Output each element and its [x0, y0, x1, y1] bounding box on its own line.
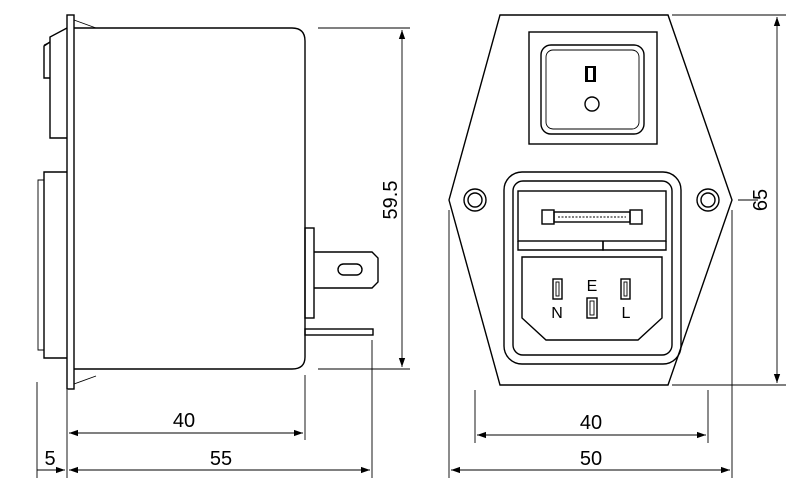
dim-front-bottom: 40 50 — [448, 210, 733, 478]
front-divider-right — [602, 241, 667, 251]
side-inlet-protrusion — [43, 171, 67, 359]
side-clip-bottom — [73, 375, 97, 385]
label-live: L — [622, 305, 631, 322]
front-switch-on-mark-inner — [588, 68, 593, 80]
dim-side-flange-label: 5 — [44, 448, 55, 470]
side-terminal-hole — [337, 263, 363, 276]
side-clip-top — [73, 19, 97, 29]
front-view: N E L — [448, 14, 733, 386]
front-iec-socket — [521, 256, 663, 341]
label-earth: E — [587, 278, 598, 295]
pin-earth-slot — [589, 300, 595, 316]
mount-hole-left — [463, 188, 487, 212]
front-fuse-drawer — [517, 190, 667, 242]
dim-side-body-depth-label: 40 — [173, 410, 195, 432]
dim-side-height: 59.5 — [318, 27, 410, 370]
dim-front-height: 65 — [672, 14, 786, 386]
side-inlet-lip — [37, 179, 44, 351]
front-switch-off-mark — [584, 96, 600, 112]
side-earth-tab — [304, 328, 374, 336]
dim-front-mount-spacing-label: 40 — [580, 412, 602, 434]
pin-neutral-slot — [555, 281, 560, 297]
dim-side-bottom: 40 55 5 — [36, 340, 373, 478]
fuse-body — [553, 211, 631, 223]
fuse-cap-right — [629, 209, 643, 225]
dim-front-height-label: 65 — [750, 189, 772, 211]
front-inlet-bezel — [512, 180, 673, 356]
pin-live — [620, 278, 631, 300]
front-inlet-housing — [503, 171, 682, 365]
side-terminal-plate — [304, 227, 315, 319]
front-switch-rocker-inner — [545, 49, 640, 130]
dim-side-height-label: 59.5 — [380, 181, 402, 220]
fuse-cap-left — [541, 209, 555, 225]
front-divider-left — [517, 241, 604, 251]
pin-neutral — [552, 278, 563, 300]
dim-front-width-label: 50 — [580, 448, 602, 470]
side-panel-flange — [66, 14, 75, 390]
dim-side-total-depth-label: 55 — [210, 448, 232, 470]
side-switch-rocker — [49, 27, 68, 139]
pin-earth — [586, 297, 598, 319]
front-switch-housing — [528, 31, 658, 145]
side-spade-terminal — [314, 251, 379, 289]
mount-hole-right — [696, 188, 720, 212]
side-view — [37, 14, 379, 390]
pin-live-slot — [623, 281, 628, 297]
front-switch-rocker-outer — [540, 44, 645, 135]
side-switch-face — [43, 41, 51, 79]
label-neutral: N — [551, 305, 563, 322]
front-flange-outline — [448, 14, 733, 386]
side-body — [74, 27, 306, 370]
